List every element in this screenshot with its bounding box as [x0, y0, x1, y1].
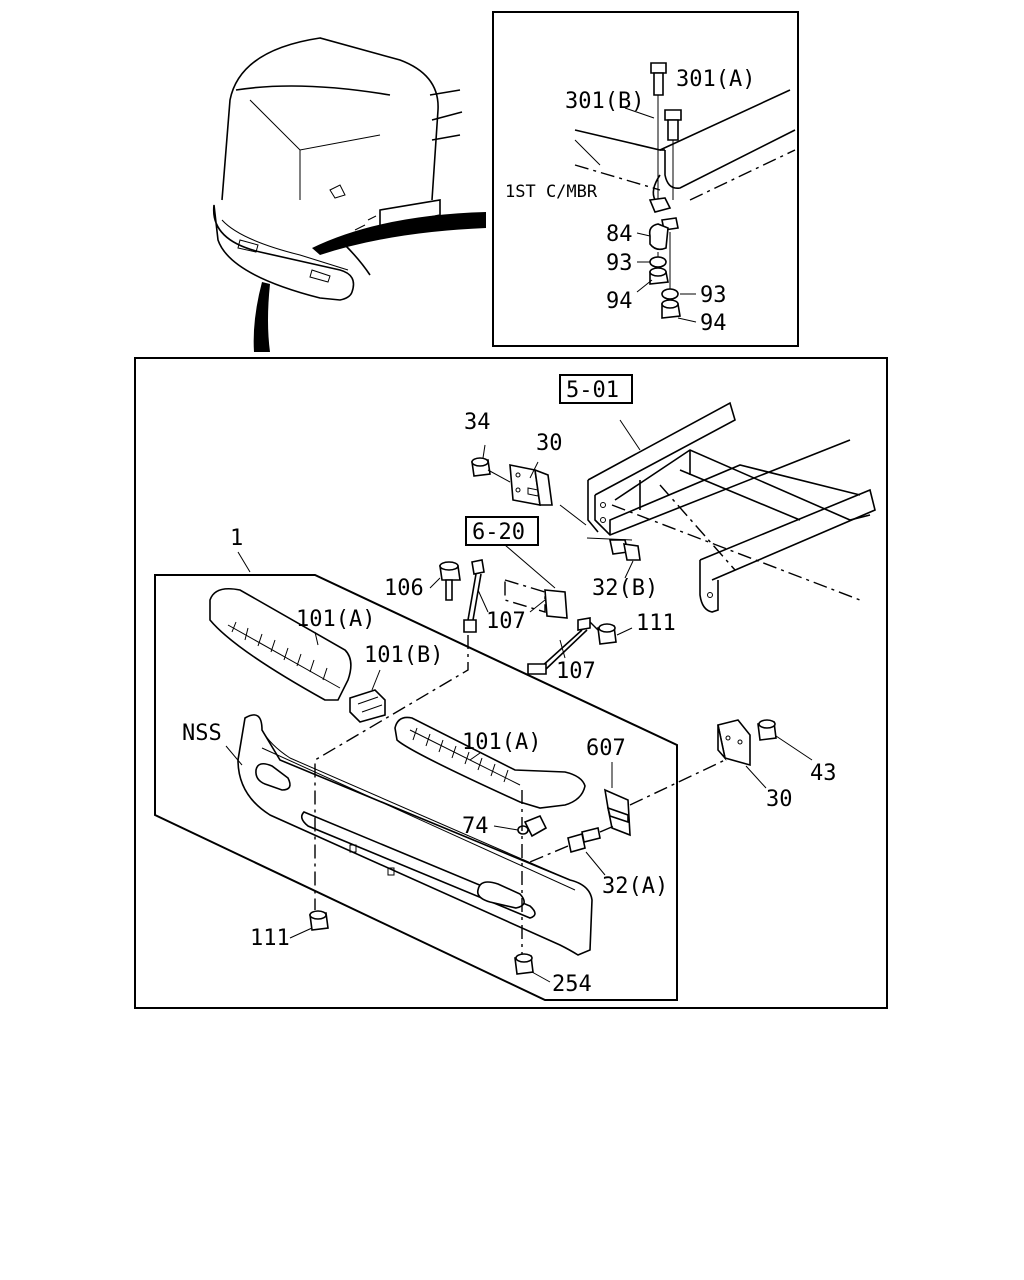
label-93-left: 93	[606, 251, 633, 276]
strap-107-lower-icon	[527, 617, 591, 675]
nut-94-left-icon	[649, 267, 669, 285]
inset-frame	[492, 11, 799, 347]
label-74: 74	[462, 814, 489, 839]
nut-111-left-icon	[309, 910, 329, 931]
label-nss: NSS	[182, 721, 222, 746]
label-30-top: 30	[536, 431, 563, 456]
label-34: 34	[464, 410, 491, 435]
grille-strip-101a-upper-icon	[209, 587, 352, 701]
label-106: 106	[384, 576, 424, 601]
bracket-84-icon	[648, 197, 679, 251]
label-93-right: 93	[700, 283, 727, 308]
strap-107-upper-icon	[463, 559, 485, 633]
bracket-607-icon	[603, 788, 631, 837]
label-32b: 32(B)	[592, 576, 658, 601]
callout-arrow-upper	[312, 212, 486, 255]
label-254: 254	[552, 972, 592, 997]
nut-94-right-icon	[661, 299, 681, 319]
label-first-crossmember: 1ST C/MBR	[505, 182, 598, 202]
bolt-106-icon	[439, 561, 461, 601]
label-43: 43	[810, 761, 837, 786]
label-607: 607	[586, 736, 626, 761]
bolt-32b-icon	[609, 539, 641, 561]
chassis-frame	[559, 401, 876, 613]
callout-arrow-lower	[253, 282, 270, 352]
label-32a: 32(A)	[602, 874, 668, 899]
label-6-20: 6-20	[472, 520, 525, 545]
ref-box-5-01	[559, 374, 633, 404]
label-107-lower: 107	[556, 659, 596, 684]
nut-111-right-icon	[597, 623, 617, 645]
label-101b: 101(B)	[364, 643, 443, 668]
bolt-301a-icon	[664, 109, 682, 141]
clip-101b-icon	[349, 689, 386, 723]
grille-strip-101a-lower-icon	[394, 716, 586, 809]
ref-box-6-20	[465, 516, 539, 546]
label-30-bottom: 30	[766, 787, 793, 812]
label-301a: 301(A)	[676, 67, 755, 92]
label-107-upper: 107	[486, 609, 526, 634]
bracket-30-top-icon	[509, 464, 553, 506]
label-101a-upper: 101(A)	[296, 607, 375, 632]
label-101a-lower: 101(A)	[462, 730, 541, 755]
label-301b: 301(B)	[565, 89, 644, 114]
label-94-right: 94	[700, 311, 727, 336]
washer-93-left-icon	[649, 256, 667, 268]
bumper-assembly-boundary	[154, 574, 678, 1001]
bracket-30-bottom-icon	[717, 719, 751, 767]
bracket-6-20-icon	[504, 579, 568, 619]
nut-254-icon	[514, 953, 534, 975]
main-frame	[134, 357, 888, 1009]
label-84: 84	[606, 222, 633, 247]
bolt-32a-icon	[567, 827, 601, 854]
washer-93-right-icon	[661, 288, 679, 300]
bumper-nss-icon	[237, 714, 593, 956]
label-111-left: 111	[250, 926, 290, 951]
inset-detail	[574, 62, 796, 323]
truck-cab-overview	[212, 37, 463, 301]
label-1: 1	[230, 526, 243, 551]
label-5-01: 5-01	[566, 378, 619, 403]
label-111-right: 111	[636, 611, 676, 636]
nut-34-icon	[471, 457, 491, 477]
bolt-301b-icon	[650, 62, 667, 96]
label-94-left: 94	[606, 289, 633, 314]
nut-43-icon	[757, 719, 777, 741]
